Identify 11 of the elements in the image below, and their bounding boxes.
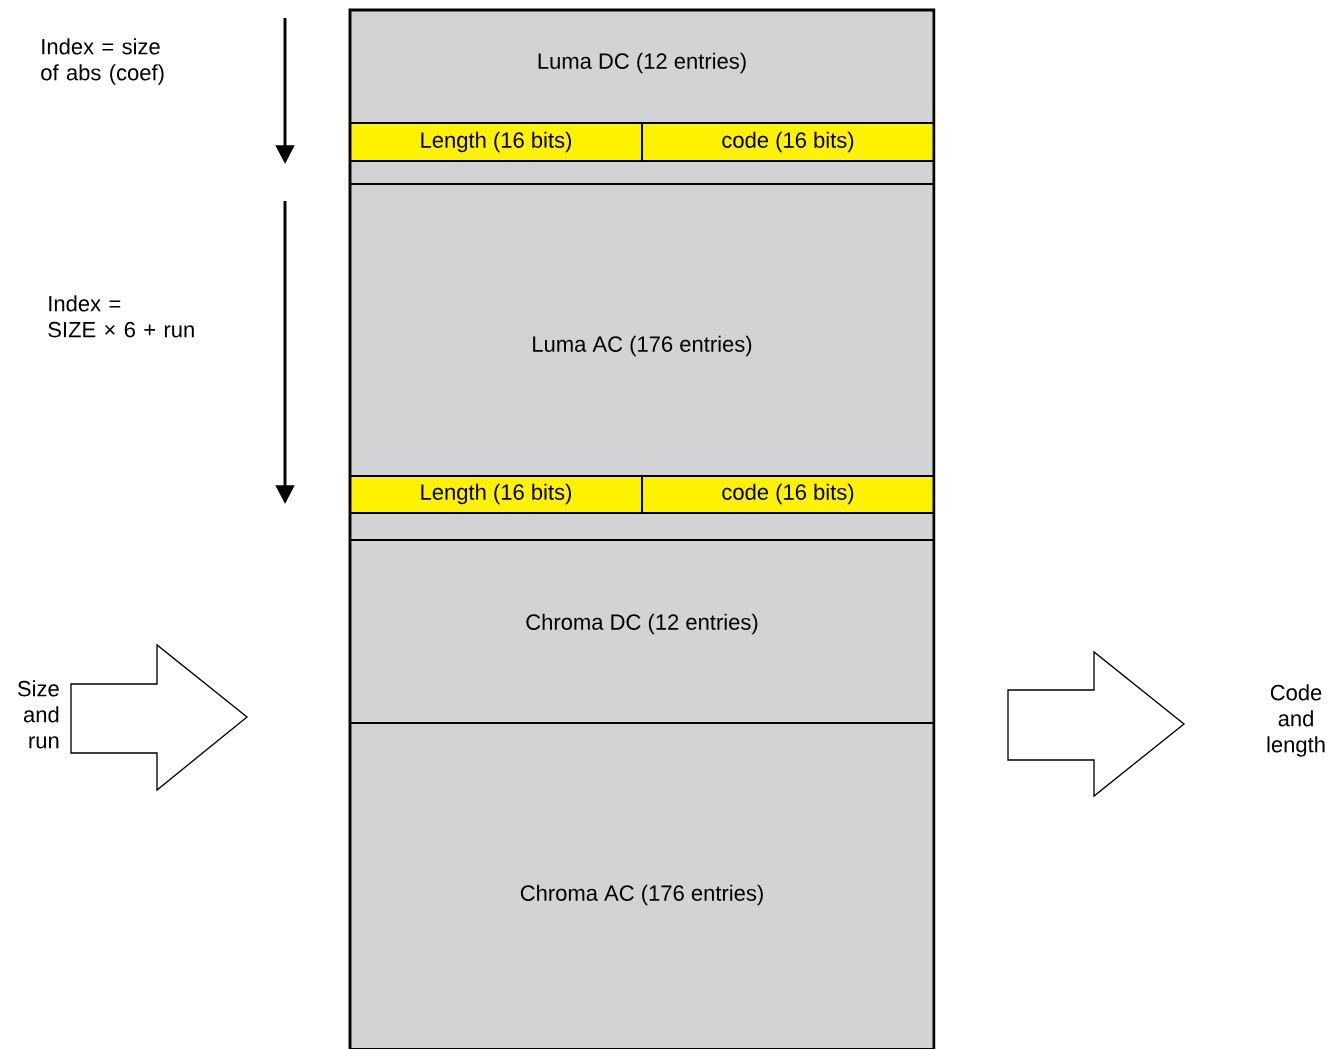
note-text: Size and run <box>17 680 59 749</box>
table-cell: Length (16 bits) <box>349 475 643 514</box>
table-section: Chroma DC (12 entries) <box>349 539 935 724</box>
node-label: Chroma AC (176 entries) <box>520 884 763 906</box>
table-cell: code (16 bits) <box>641 122 935 162</box>
table-section: Chroma AC (176 entries) <box>349 722 935 1049</box>
note-text: Index = SIZE × 6 + run <box>48 295 194 338</box>
note-text: Index = size of abs (coef) <box>41 38 164 85</box>
note-text: Code and length <box>1267 684 1325 757</box>
table-cell: code (16 bits) <box>641 475 935 514</box>
table-cell: Length (16 bits) <box>349 122 643 162</box>
